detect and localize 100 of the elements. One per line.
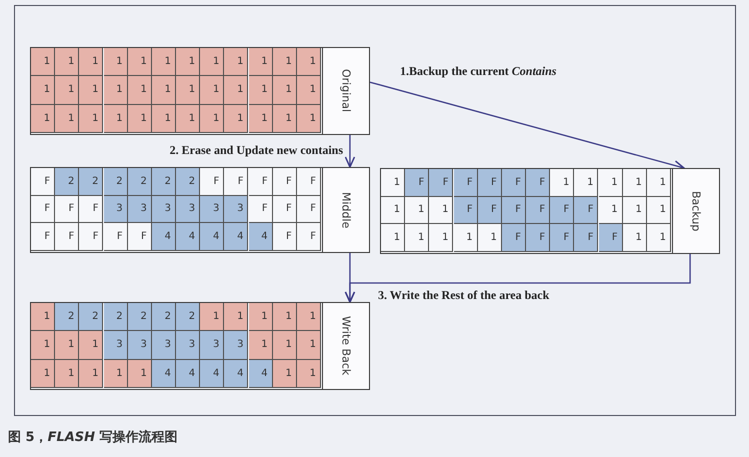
- memory-cell: 1: [272, 331, 297, 360]
- memory-cell: 1: [248, 104, 273, 133]
- memory-cell: 1: [79, 104, 104, 133]
- memory-cell: F: [31, 223, 56, 251]
- memory-cell: F: [429, 169, 454, 197]
- memory-cell: 1: [598, 169, 623, 197]
- memory-cell: 1: [55, 48, 80, 76]
- memory-cell: 3: [128, 331, 152, 360]
- memory-cell: 1: [224, 76, 248, 105]
- memory-cell: 1: [478, 224, 502, 252]
- memory-cell: 2: [152, 168, 176, 196]
- memory-cell: 3: [200, 331, 224, 360]
- memory-cell: 2: [128, 303, 152, 332]
- memory-cell: 1: [429, 196, 454, 224]
- memory-cell: F: [272, 168, 297, 196]
- memory-cell: 1: [55, 331, 80, 360]
- memory-cell: 1: [200, 48, 224, 76]
- memory-cell: 1: [296, 303, 321, 332]
- memory-cell: 2: [176, 303, 200, 332]
- arrow: [344, 135, 356, 168]
- memory-cell: F: [526, 224, 550, 252]
- memory-cell: 1: [152, 104, 176, 133]
- memory-cell: 1: [646, 224, 671, 252]
- memory-cell: F: [454, 196, 478, 224]
- memory-cell: 1: [454, 224, 478, 252]
- memory-cell: 1: [79, 76, 104, 105]
- memory-cell: 1: [296, 360, 321, 388]
- memory-cell: 1: [55, 104, 80, 133]
- memory-cell: 1: [31, 331, 56, 360]
- memory-block: [30, 302, 370, 390]
- memory-cell: 1: [152, 76, 176, 105]
- memory-cell: 2: [79, 303, 104, 332]
- figure-caption: 图 5，FLASH 写操作流程图: [8, 428, 178, 446]
- memory-cell: 1: [248, 76, 273, 105]
- memory-cell: F: [502, 224, 526, 252]
- arrow: [370, 82, 685, 170]
- memory-cell: 1: [55, 76, 80, 105]
- memory-cell: 1: [79, 48, 104, 76]
- memory-cell: 1: [296, 331, 321, 360]
- memory-cell: 1: [200, 76, 224, 105]
- memory-cell: 4: [176, 360, 200, 388]
- memory-block: [30, 47, 370, 135]
- memory-cell: 4: [248, 223, 273, 251]
- memory-cell: F: [31, 196, 56, 224]
- memory-cell: 1: [79, 360, 104, 388]
- memory-cell: 1: [272, 360, 297, 388]
- memory-cell: 1: [31, 48, 56, 76]
- memory-cell: 2: [79, 168, 104, 196]
- memory-cell: 1: [296, 48, 321, 76]
- memory-cell: F: [104, 223, 128, 251]
- memory-cell: F: [502, 196, 526, 224]
- memory-cell: F: [526, 169, 550, 197]
- memory-cell: 1: [104, 48, 128, 76]
- memory-cell: 1: [272, 104, 297, 133]
- memory-cell: 4: [248, 360, 273, 388]
- memory-cell: 1: [224, 48, 248, 76]
- memory-cell: 2: [55, 303, 80, 332]
- memory-cell: 3: [176, 331, 200, 360]
- memory-cell: 1: [381, 196, 406, 224]
- edge-label: 1.Backup the current Contains: [398, 64, 558, 79]
- memory-cell: 1: [31, 360, 56, 388]
- memory-cell: 1: [104, 104, 128, 133]
- memory-cell: 3: [128, 196, 152, 224]
- memory-cell: 2: [128, 168, 152, 196]
- memory-cell: F: [574, 224, 598, 252]
- memory-cell: 1: [622, 224, 647, 252]
- memory-cell: F: [296, 223, 321, 251]
- memory-cell: F: [550, 224, 574, 252]
- memory-cell: 1: [224, 104, 248, 133]
- memory-cell: 1: [429, 224, 454, 252]
- memory-cell: F: [31, 168, 56, 196]
- memory-cell: 4: [224, 360, 248, 388]
- memory-cell: F: [526, 196, 550, 224]
- memory-cell: F: [454, 169, 478, 197]
- memory-cell: 1: [248, 331, 273, 360]
- memory-cell: F: [405, 169, 430, 197]
- memory-cell: 3: [104, 196, 128, 224]
- memory-cell: 2: [152, 303, 176, 332]
- memory-cell: 1: [200, 104, 224, 133]
- arrow: [344, 254, 691, 303]
- memory-cell: F: [598, 224, 623, 252]
- memory-cell: F: [574, 196, 598, 224]
- block-label: Middle: [322, 168, 369, 252]
- memory-cell: 1: [224, 303, 248, 332]
- memory-cell: 1: [31, 104, 56, 133]
- memory-cell: 1: [128, 360, 152, 388]
- memory-cell: 1: [272, 76, 297, 105]
- memory-cell: F: [128, 223, 152, 251]
- block-label: Backup: [672, 169, 719, 253]
- memory-cell: 3: [104, 331, 128, 360]
- memory-cell: 1: [176, 76, 200, 105]
- memory-cell: 1: [296, 76, 321, 105]
- memory-cell: 3: [152, 196, 176, 224]
- memory-cell: F: [502, 169, 526, 197]
- memory-cell: 1: [152, 48, 176, 76]
- edge-label: 2. Erase and Update new contains: [168, 143, 345, 158]
- memory-cell: 1: [128, 76, 152, 105]
- memory-cell: F: [200, 168, 224, 196]
- memory-cell: F: [272, 223, 297, 251]
- memory-cell: 4: [152, 360, 176, 388]
